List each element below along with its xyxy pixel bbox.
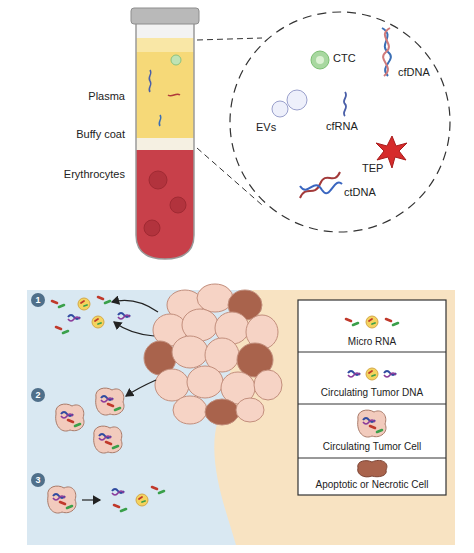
part-label: TEP (362, 162, 383, 175)
blood-vessel-area (27, 290, 455, 545)
test-tube (130, 8, 200, 262)
circulating-tumor-cells-2 (56, 388, 124, 453)
legend-text: Apoptotic or Necrotic Cell (300, 479, 444, 491)
callout-number: 1 (35, 295, 40, 305)
tumor-cluster (144, 284, 282, 425)
zoom-circle (230, 12, 450, 232)
legend-text: Circulating Tumor Cell (300, 441, 444, 453)
part-label: Erythrocytes (10, 168, 125, 181)
released-fragments-1 (52, 297, 130, 333)
callout-number: 3 (35, 475, 40, 485)
callout-number: 2 (35, 390, 40, 400)
callout-circle: 3 (31, 473, 45, 487)
legend-text: Micro RNA (300, 336, 444, 348)
tissue-area (214, 290, 455, 545)
zoom-line (197, 38, 262, 40)
part-label: Plasma (10, 90, 125, 103)
part-label: cfDNA (398, 66, 430, 79)
callout-circle: 1 (31, 293, 45, 307)
part-label: ctDNA (344, 186, 376, 199)
callout-circle: 2 (31, 388, 45, 402)
part-label: EVs (256, 121, 276, 134)
cell-apoptosis-3 (48, 486, 164, 513)
legend-text: Circulating Tumor DNA (300, 387, 444, 399)
part-label: cfRNA (326, 120, 358, 133)
part-label: CTC (333, 52, 356, 65)
blood-components (272, 28, 407, 198)
part-label: Buffy coat (10, 128, 125, 141)
legend-box (298, 300, 446, 495)
release-arrows (82, 300, 158, 500)
